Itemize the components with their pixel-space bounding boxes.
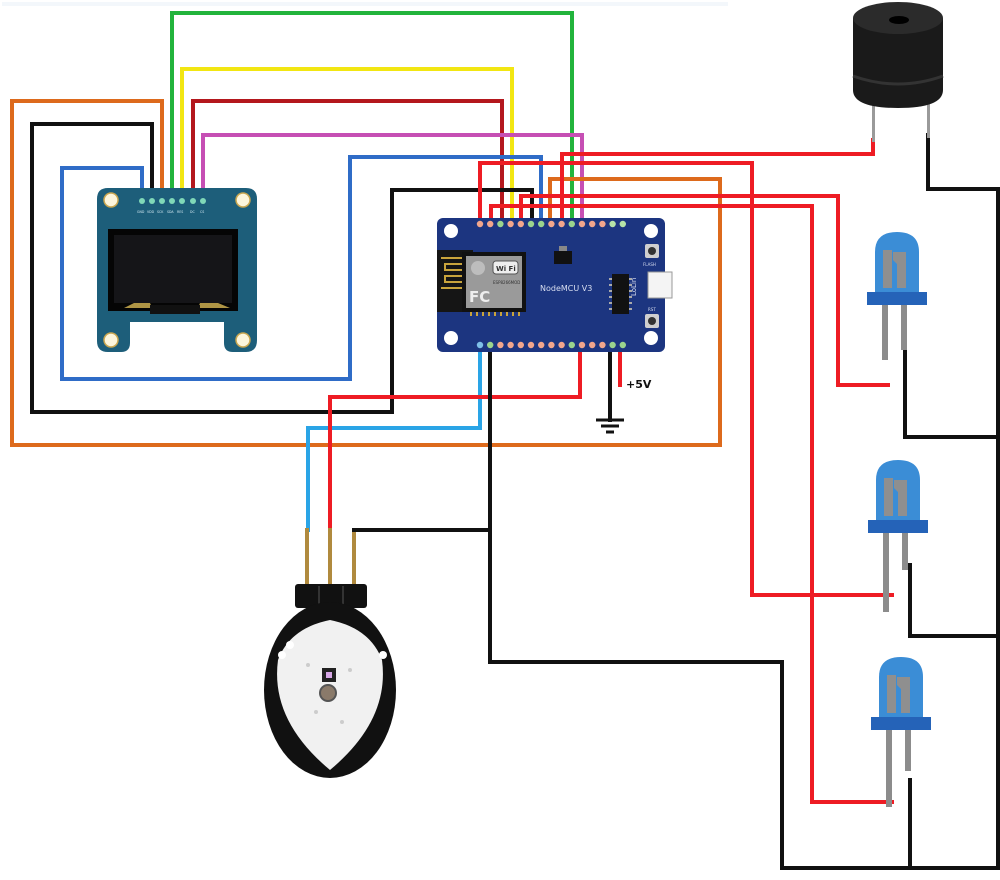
header-pin <box>497 341 504 349</box>
header-pin <box>599 220 606 228</box>
oled-pin-label: VDD <box>147 210 155 214</box>
led-2 <box>868 460 928 612</box>
header-pin <box>558 341 565 349</box>
lolin-label: LoLin <box>630 278 638 296</box>
voltage-regulator <box>554 251 572 264</box>
oled-display: GND VDD SCK SDA RES DC CS <box>97 188 257 352</box>
pin-header <box>295 584 367 608</box>
oled-pin-label: CS <box>200 210 204 214</box>
header-pin <box>619 341 626 349</box>
header-pin <box>527 220 535 228</box>
bottom-pin-header <box>476 341 626 349</box>
oled-pin-label: GND <box>137 210 145 214</box>
pulse-sensor <box>264 528 396 778</box>
mount-hole-icon <box>444 331 458 345</box>
oled-pin-label: SCK <box>157 210 164 214</box>
rst-label: RST <box>648 307 656 312</box>
header-pin <box>527 341 535 349</box>
board-name: NodeMCU V3 <box>540 284 592 293</box>
led-1 <box>867 232 927 360</box>
wire-red-sensor-vcc <box>328 343 582 532</box>
vcc-label: +5V <box>626 378 652 391</box>
wire-red-led3 <box>489 204 894 804</box>
header-pin <box>578 220 586 228</box>
oled-pin-label: RES <box>177 210 183 214</box>
mount-hole-icon <box>644 331 658 345</box>
header-pin <box>558 220 565 228</box>
buzzer <box>852 2 944 142</box>
wire-lightblue-signal <box>306 343 482 532</box>
wire-black-led2 <box>908 563 1000 638</box>
chip-label: ESP8266MOD <box>493 280 520 285</box>
header-pin <box>476 341 484 349</box>
buzzer-lead <box>872 100 875 142</box>
wire-red-buzzer <box>560 138 875 224</box>
usb-port <box>647 271 673 299</box>
header-pin <box>538 341 545 349</box>
header-pin <box>497 220 504 228</box>
header-pin <box>517 341 524 349</box>
flash-label: FLASH <box>643 262 656 267</box>
mount-hole-icon <box>103 192 119 208</box>
wire-blue-gnd <box>60 155 543 381</box>
ground-symbol <box>596 418 624 434</box>
header-pin <box>619 220 626 228</box>
nodemcu-board: Wi Fi FC ESP8266MOD NodeMCU V3 FLASH RST… <box>437 218 673 352</box>
wire-red-led2 <box>478 161 894 597</box>
led-3 <box>871 657 931 807</box>
header-pin <box>589 220 596 228</box>
buzzer-lead <box>927 100 930 138</box>
header-pin <box>578 341 586 349</box>
header-pin <box>548 220 555 228</box>
mount-hole-icon <box>644 224 658 238</box>
header-pin <box>507 341 514 349</box>
heart-icon <box>319 684 337 702</box>
header-pin <box>476 220 484 228</box>
header-pin <box>599 341 606 349</box>
wire-green-sck <box>170 11 574 224</box>
wire-black-sensor-gnd-branch <box>352 528 492 537</box>
top-pin-header <box>476 220 626 228</box>
wires <box>10 11 1000 870</box>
header-pin <box>568 341 575 349</box>
header-pin <box>487 341 494 349</box>
header-pin <box>538 220 545 228</box>
usb-chip <box>612 274 629 314</box>
header-pin <box>589 341 596 349</box>
mount-hole-icon <box>235 332 251 348</box>
frame-edge <box>2 2 728 6</box>
mount-hole-icon <box>444 224 458 238</box>
wire-yellow-sda <box>180 67 514 224</box>
header-pin <box>487 220 494 228</box>
header-pin <box>517 220 524 228</box>
mount-hole-icon <box>103 332 119 348</box>
mount-hole-icon <box>235 192 251 208</box>
oled-pins <box>139 198 206 204</box>
header-pin <box>507 220 514 228</box>
header-pin <box>568 220 575 228</box>
oled-pin-label: DC <box>190 210 195 214</box>
wire-black-vdd <box>30 122 534 414</box>
header-pin <box>609 341 616 349</box>
wire-orange-cs <box>10 99 722 447</box>
header-pin <box>609 220 616 228</box>
header-pin <box>548 341 555 349</box>
oled-pin-label: SDA <box>167 210 174 214</box>
wire-black-sensor-gnd <box>488 133 1000 870</box>
wifi-logo: Wi Fi <box>496 265 516 273</box>
fc-logo: FC <box>469 288 490 306</box>
wire-black-led1 <box>903 348 1000 439</box>
